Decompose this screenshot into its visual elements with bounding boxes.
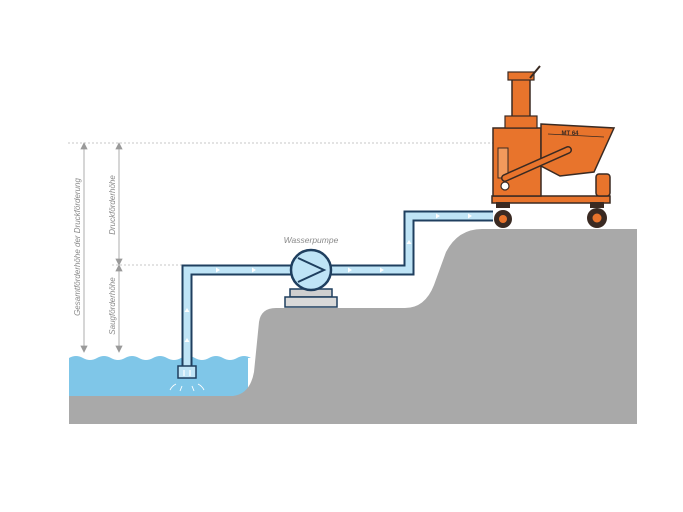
flow-arrow-right-3 (348, 267, 352, 273)
delivery-head-label: Druckförderhöhe (108, 175, 117, 235)
reference-lines (68, 142, 500, 266)
machine-frame (491, 195, 611, 204)
pump-impeller-icon (297, 257, 327, 283)
machine-side-tank (595, 173, 611, 197)
flow-arrow-right-4 (380, 267, 384, 273)
machine-wheels (494, 202, 607, 228)
delivery-head-arrow-top (115, 142, 123, 150)
water-reservoir (69, 356, 251, 396)
flow-arrow-right-2 (252, 267, 256, 273)
total-head-arrow-bottom (80, 345, 88, 353)
flow-arrow-up-3 (406, 240, 412, 244)
flow-arrow-right-6 (468, 213, 472, 219)
flow-arrow-right-1 (216, 267, 220, 273)
flow-arrow-up-1 (184, 338, 190, 342)
flow-arrow-up-2 (184, 308, 190, 312)
dimension-arrows (80, 142, 123, 353)
intake-strainer (169, 365, 205, 392)
ground (69, 229, 637, 424)
pump-label: Wasserpumpe (284, 235, 339, 245)
water-pump (284, 248, 338, 308)
suction-head-label: Saugförderhöhe (108, 277, 117, 335)
delivery-head-arrow-bottom (115, 258, 123, 266)
flow-arrow-right-5 (436, 213, 440, 219)
suction-head-arrow-bottom (115, 345, 123, 353)
machine-badge: MT 64 (561, 131, 579, 137)
suction-head-arrow-top (115, 264, 123, 272)
flow-arrows (184, 213, 472, 342)
total-head-label: Gesamtförderhöhe der Druckförderung (73, 178, 82, 316)
machine-motor (511, 77, 531, 119)
plastering-machine: MT 64 (491, 65, 616, 228)
pump-foot (284, 296, 338, 308)
total-head-arrow-top (80, 142, 88, 150)
